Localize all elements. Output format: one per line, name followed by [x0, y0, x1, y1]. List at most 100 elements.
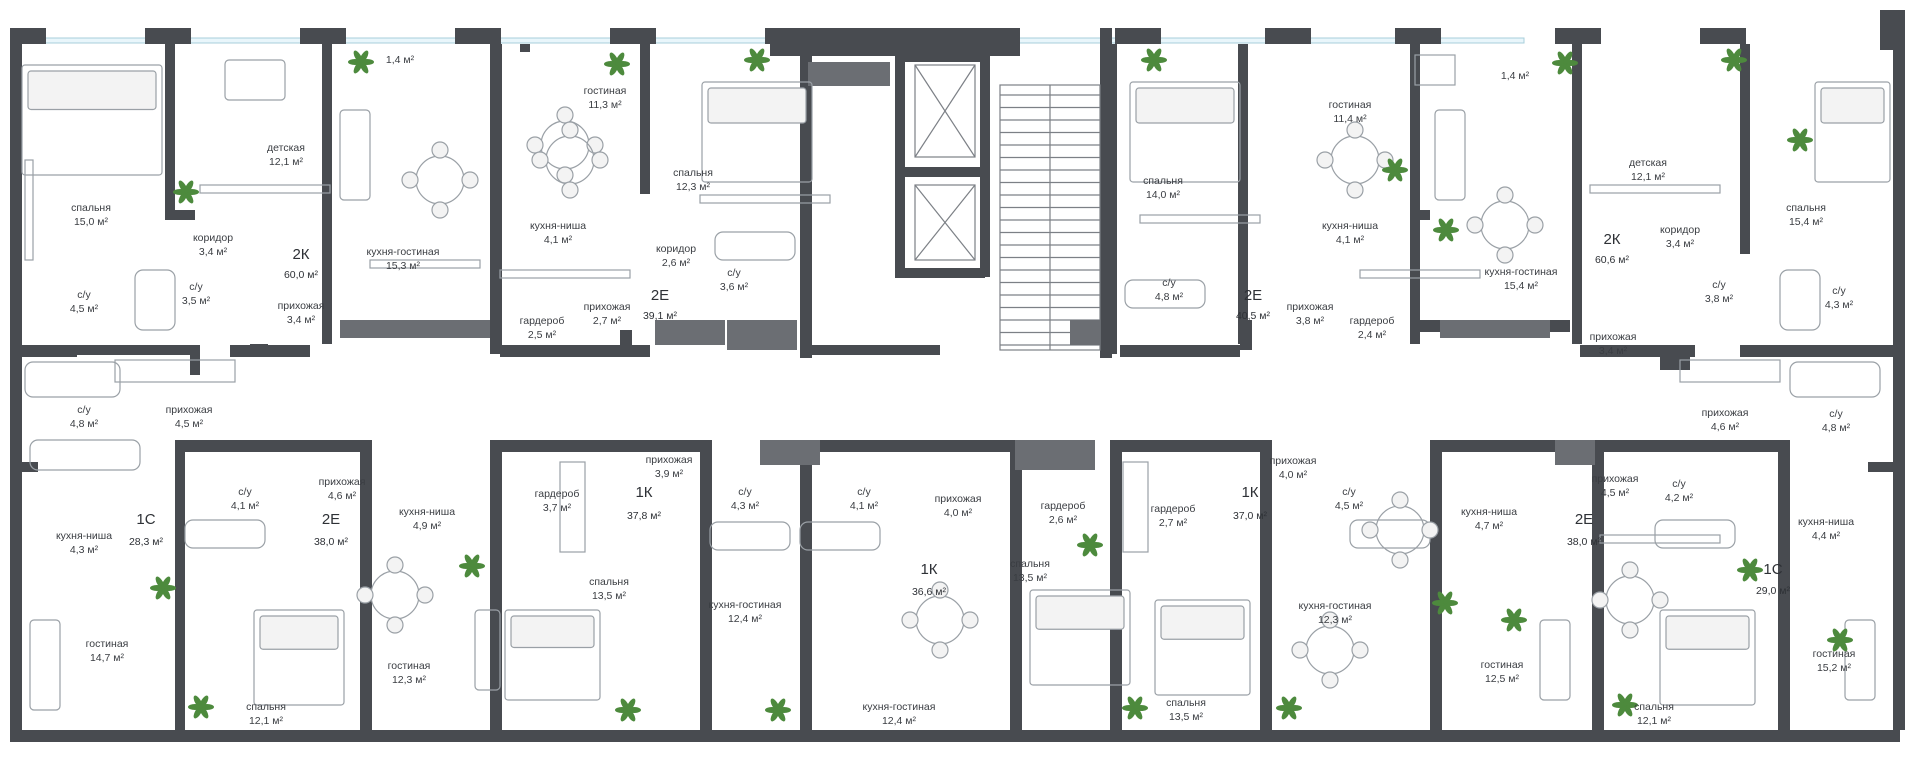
chair [1496, 246, 1514, 264]
svg-text:кухня-гостиная: кухня-гостиная [367, 246, 440, 258]
chair [1526, 216, 1544, 234]
plant-leaf [620, 708, 630, 722]
svg-text:спальня: спальня [71, 202, 111, 214]
svg-text:60,6 м²: 60,6 м² [1595, 254, 1630, 266]
chair [416, 586, 434, 604]
plant-icon [1501, 608, 1527, 632]
plant-leaf [1393, 158, 1403, 172]
svg-text:3,8 м²: 3,8 м² [1705, 293, 1734, 305]
plant-leaf [755, 48, 765, 62]
svg-text:12,4 м²: 12,4 м² [882, 715, 917, 727]
plant-leaf [155, 586, 165, 600]
room-label: гардероб 2,6 м² [1041, 500, 1086, 526]
svg-text:2,6 м²: 2,6 м² [1049, 514, 1078, 526]
svg-text:с/у: с/у [77, 289, 91, 301]
chair [1316, 151, 1334, 169]
wall-segment [1572, 44, 1582, 344]
bed [253, 609, 345, 706]
wall-segment [800, 440, 812, 730]
svg-text:кухня-гостиная: кухня-гостиная [1299, 600, 1372, 612]
svg-text:2К: 2К [292, 246, 309, 263]
bed [1814, 81, 1891, 183]
svg-text:кухня-ниша: кухня-ниша [399, 506, 455, 518]
kitchen-counter [1359, 269, 1481, 279]
svg-text:3,7 м²: 3,7 м² [543, 502, 572, 514]
plant-leaf [1387, 168, 1397, 182]
wardrobe [24, 159, 34, 261]
bed [1129, 81, 1241, 183]
svg-text:2,7 м²: 2,7 м² [593, 315, 622, 327]
bathtub [1779, 269, 1821, 331]
svg-text:кухня-ниша: кухня-ниша [530, 220, 586, 232]
slab-block [655, 320, 725, 345]
chair [526, 136, 544, 154]
chair [1321, 611, 1339, 629]
svg-text:прихожая: прихожая [935, 493, 982, 505]
svg-text:12,3 м²: 12,3 м² [392, 674, 427, 686]
svg-text:детская: детская [1629, 157, 1667, 169]
svg-text:12,1 м²: 12,1 м² [1631, 171, 1666, 183]
svg-text:2,6 м²: 2,6 м² [662, 257, 691, 269]
svg-text:с/у: с/у [738, 486, 752, 498]
svg-text:гардероб: гардероб [1041, 500, 1086, 512]
wall-segment [1660, 350, 1690, 370]
plant-icon [1077, 533, 1103, 557]
plant-leaf [1088, 533, 1098, 547]
chair [1496, 186, 1514, 204]
svg-text:14,0 м²: 14,0 м² [1146, 189, 1181, 201]
plant-leaf [1082, 543, 1092, 557]
svg-text:спальня: спальня [1786, 202, 1826, 214]
wall-segment [1410, 210, 1430, 220]
plant-leaf [470, 554, 480, 568]
svg-text:спальня: спальня [673, 167, 713, 179]
plant-leaf [1726, 58, 1736, 72]
bathtub [709, 521, 791, 551]
wall-segment [1120, 345, 1240, 357]
plant-leaf [1792, 138, 1802, 152]
chair [931, 641, 949, 659]
bathtub [24, 361, 121, 398]
svg-text:2К: 2К [1603, 231, 1620, 248]
svg-text:прихожая: прихожая [1702, 407, 1749, 419]
bathtub [1124, 279, 1206, 309]
svg-text:гардероб: гардероб [1151, 503, 1196, 515]
svg-text:3,9 м²: 3,9 м² [655, 468, 684, 480]
wardrobe [559, 461, 586, 553]
room-label: с/у4,3 м² [1825, 285, 1854, 311]
plant-icon [173, 180, 199, 204]
svg-text:12,1 м²: 12,1 м² [249, 715, 284, 727]
wall-segment [1260, 440, 1272, 730]
plant-icon [150, 576, 176, 600]
plant-icon [1122, 696, 1148, 720]
plant-leaf [1133, 696, 1143, 710]
plant-leaf [1146, 58, 1156, 72]
chair [561, 181, 579, 199]
bathtub [29, 439, 141, 471]
svg-text:13,5 м²: 13,5 м² [1169, 711, 1204, 723]
chair [931, 581, 949, 599]
svg-text:коридор: коридор [656, 243, 696, 255]
plant-leaf [749, 58, 759, 72]
svg-text:детская: детская [267, 142, 305, 154]
svg-text:1К: 1К [1241, 484, 1258, 501]
chair [531, 151, 549, 169]
wall-segment [1868, 462, 1898, 472]
chair [961, 611, 979, 629]
room-label: с/у4,5 м² [70, 289, 99, 315]
wall-segment [1830, 345, 1900, 357]
plant-leaf [1838, 628, 1848, 642]
chair [1346, 181, 1364, 199]
wall-segment [1410, 44, 1420, 344]
